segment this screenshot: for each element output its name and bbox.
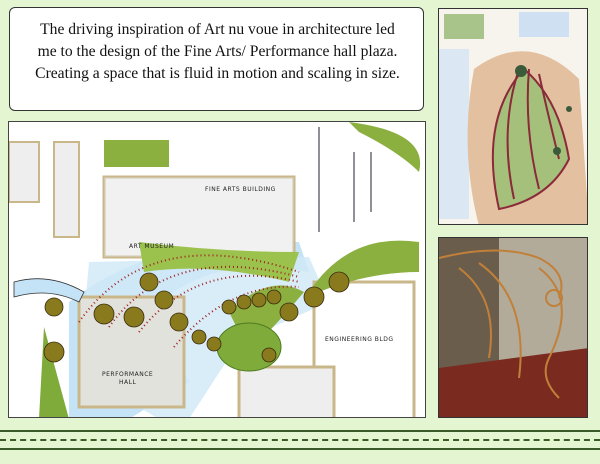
description-line: Creating a space that is fluid in motion… xyxy=(35,65,400,82)
site-plan-drawing: FINE ARTS BUILDING ART MUSEUM PERFORMANC… xyxy=(8,121,426,418)
fine-arts-label: FINE ARTS BUILDING xyxy=(205,186,276,193)
fine-arts-building xyxy=(102,175,296,259)
art-museum-label: ART MUSEUM xyxy=(129,243,174,250)
art-nouveau-railing-photo xyxy=(438,237,588,418)
engineering-label: ENGINEERING BLDG xyxy=(325,336,393,343)
description-text: The driving inspiration of Art nu voue i… xyxy=(20,19,415,85)
performance-hall-label: HALL xyxy=(119,379,136,386)
divider-line xyxy=(0,430,600,432)
description-line: me to the design of the Fine Arts/ Perfo… xyxy=(37,43,398,60)
description-textbox: The driving inspiration of Art nu voue i… xyxy=(9,7,424,111)
performance-hall-label: PERFORMANCE xyxy=(102,371,153,378)
divider-line xyxy=(0,448,600,450)
divider-dashed-line xyxy=(0,439,600,441)
plaza-detail-sketch xyxy=(438,8,588,225)
description-line: The driving inspiration of Art nu voue i… xyxy=(40,21,395,38)
